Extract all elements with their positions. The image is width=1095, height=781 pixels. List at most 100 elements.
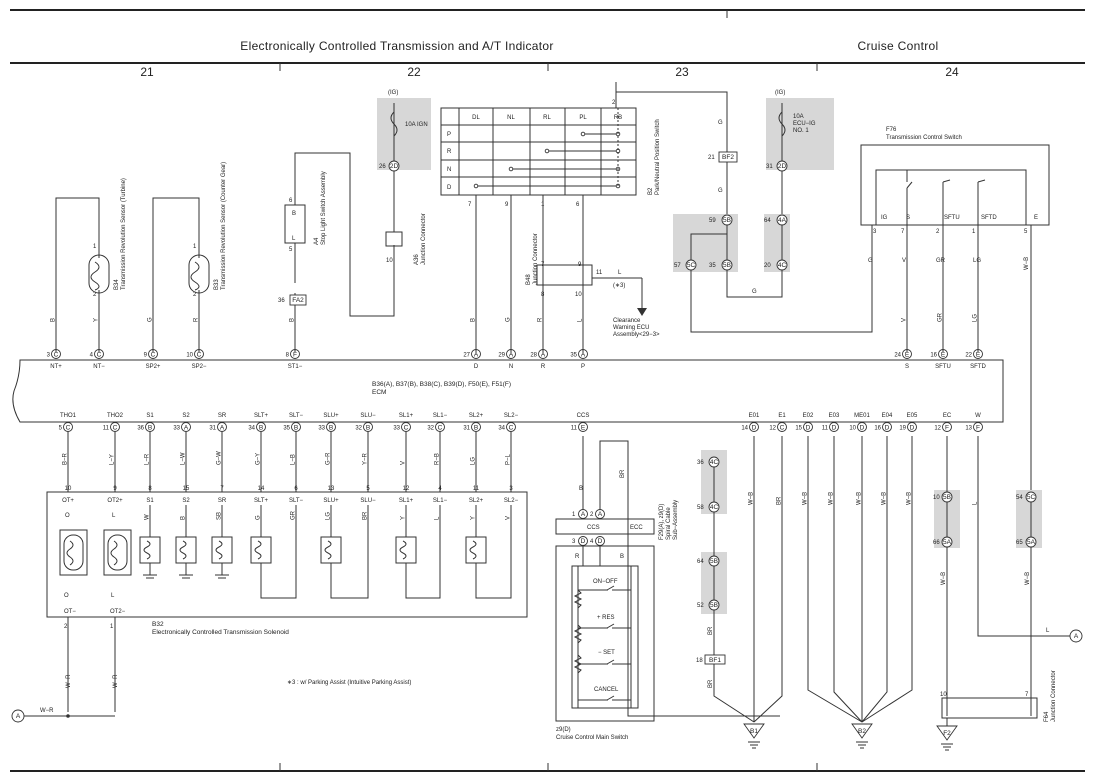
- cms-conn-d3: D: [581, 538, 586, 545]
- b32-name: Electronically Controlled Transmission S…: [152, 629, 289, 636]
- solenoid-term: SR: [218, 498, 227, 504]
- ecm-pin-wire: W−B: [882, 492, 888, 505]
- ecm-pin-num: 4: [90, 352, 94, 358]
- solenoid-top-pin: 8: [148, 486, 152, 492]
- jct-5c: 5C: [687, 262, 696, 269]
- jct-35: 35: [709, 263, 716, 269]
- solenoid-term: OT2+: [107, 498, 123, 504]
- ecm-pin-num: 27: [463, 352, 470, 358]
- solenoid-top-pin: 10: [65, 486, 72, 492]
- rj-5b: 5B: [943, 494, 951, 501]
- ecuig-pin: 31: [766, 164, 773, 170]
- ecm-pin-name: E03: [829, 413, 840, 419]
- ecm-pin-marker: [363, 422, 373, 432]
- b32-term-ot-minus: OT−: [64, 609, 76, 615]
- a4-term-b: B: [292, 211, 296, 217]
- ecm-pin-marker: [63, 422, 73, 432]
- b48-dest-2: Warning ECU: [613, 325, 649, 331]
- b2-col-nl: NL: [507, 115, 515, 121]
- ecm-pin-wire: BR: [777, 496, 783, 505]
- ecm-pin-name: E01: [749, 413, 760, 419]
- cms-wire-b2: B: [620, 554, 624, 560]
- ecm-pin-wire: W−B: [749, 492, 755, 505]
- ecm-pin-conn: B: [148, 424, 152, 431]
- gc-wire-br-1: BR: [708, 626, 714, 635]
- ecm-pin-num: 14: [741, 425, 748, 431]
- ecm-pin-conn: D: [860, 424, 865, 431]
- f76-term-s: S: [906, 215, 910, 221]
- a4-pin5: 5: [289, 247, 293, 253]
- ecm-pin-conn: E: [941, 351, 946, 358]
- ecm-pin-marker: [291, 422, 301, 432]
- ign-fuse-name: 10A IGN: [405, 122, 428, 128]
- ecm-pin-marker: [506, 422, 516, 432]
- ecm-pin-wire: G−Y: [256, 453, 262, 465]
- ecuig-fuse-2: ECU−IG: [793, 121, 816, 127]
- f76-wire-v: V: [902, 258, 906, 264]
- ecm-pin-name: N: [509, 364, 513, 370]
- ecm-pin-name: SP2+: [146, 364, 161, 370]
- f64-name: Junction Connector: [1051, 670, 1057, 722]
- stop-light-switch: B L 6 5 A4 Stop Light Switch Assembly FA…: [278, 152, 395, 352]
- solenoid-top-pin: 14: [258, 486, 265, 492]
- ecm-pin-num: 33: [173, 425, 180, 431]
- zone-21: 21: [140, 65, 154, 79]
- ecm-pin-wire: P−L: [506, 453, 512, 465]
- ecm-pin-conn: D: [806, 424, 811, 431]
- a4-id: A4: [314, 237, 320, 245]
- b48-pin9: 9: [578, 262, 582, 268]
- ecm-pin-conn: C: [438, 424, 443, 431]
- solenoid-b32: B32 Electronically Controlled Transmissi…: [24, 491, 528, 718]
- ecm-pin-conn: D: [910, 424, 915, 431]
- ecm-pin-num: 19: [899, 425, 906, 431]
- solenoid-term: SL2+: [469, 498, 484, 504]
- rj-wire-2: W−B: [1025, 572, 1031, 585]
- link-a-left: A W−R: [11, 708, 54, 723]
- link-a-right-wire: L: [1046, 628, 1050, 634]
- solenoid-term: OT+: [62, 498, 74, 504]
- solenoid-term: SLU−: [360, 498, 376, 504]
- solenoid-inner-wire: L: [435, 516, 441, 520]
- ecm-pin-marker: [435, 422, 445, 432]
- solenoid-inner-wire: Y: [401, 516, 407, 520]
- ecm-pin-marker: [181, 422, 191, 432]
- ground-b2: B2: [851, 723, 873, 749]
- ecm-pin-name: SL1+: [399, 413, 414, 419]
- a36-id: A36: [414, 254, 420, 265]
- solenoid-inner-wire: G: [256, 515, 262, 520]
- rj-5a-b: 5A: [1027, 539, 1036, 546]
- ecm-pin-num: 15: [795, 425, 802, 431]
- ground-chain: 4C 36 4C 58 5B 64 5B 52 BF1 18 BR BR: [696, 450, 755, 723]
- ecm-pin-conn: A: [474, 351, 479, 358]
- b32-bot-pin1: 1: [110, 624, 114, 630]
- ecm-pin-marker: [829, 422, 839, 432]
- ground-fans: [753, 436, 913, 723]
- ecm-pin-num: 35: [570, 352, 577, 358]
- ecm-pin-conn: C: [404, 424, 409, 431]
- ecm-pin-name: R: [541, 364, 546, 370]
- ecm-pin-marker: [942, 422, 952, 432]
- solenoid-inner-wire: SB: [217, 512, 223, 520]
- b48-id: B48: [526, 274, 532, 285]
- ecm-pin-conn: F: [976, 424, 980, 431]
- ecm-pin-wire: G−W: [217, 451, 223, 465]
- b34-id: B34: [114, 279, 120, 290]
- ecm-pin-name: ST1−: [288, 364, 303, 370]
- ecm-pin-name: SR: [218, 413, 227, 419]
- solenoid-term: SL1+: [399, 498, 414, 504]
- ecm-pin-conn: C: [54, 351, 59, 358]
- ecm-pin-wire: L: [973, 501, 979, 505]
- ecm-pin-num: 16: [930, 352, 937, 358]
- jct-4c: 4C: [778, 262, 787, 269]
- ecm-pin-marker: [256, 422, 266, 432]
